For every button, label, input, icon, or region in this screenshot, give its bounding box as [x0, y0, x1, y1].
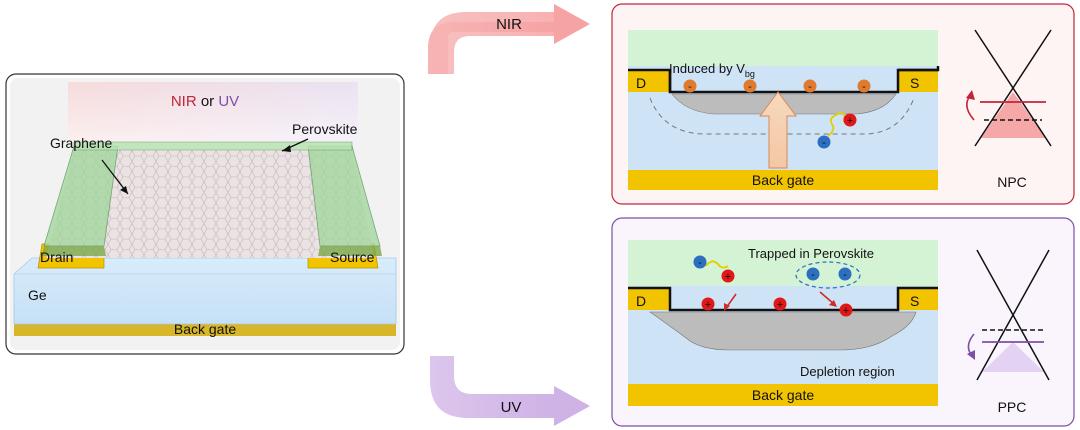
electron: [743, 79, 757, 93]
illumination-fade: [68, 82, 358, 142]
npc-back-gate: [628, 170, 938, 190]
electron: [683, 79, 697, 93]
source-label: Source: [330, 249, 375, 265]
ppc-photon-wiggle: [705, 260, 729, 269]
uv-label: UV: [501, 399, 522, 416]
npc-induced-label: Induced by Vbg: [669, 61, 755, 79]
ppc-filled-states: [982, 342, 1044, 372]
uv-flow-arrow: UV: [430, 356, 590, 426]
ppc-d-label: D: [636, 293, 646, 309]
npc-s-label: S: [910, 75, 919, 91]
svg-text:-: -: [822, 137, 826, 149]
hole: [843, 113, 857, 127]
electron-photo: [817, 135, 831, 149]
svg-text:+: +: [777, 299, 783, 311]
perovskite-label: Perovskite: [292, 121, 358, 137]
npc-photon-wiggle: [827, 112, 846, 137]
ppc-trapped-label: Trapped in Perovskite: [748, 246, 874, 261]
npc-dirac-cone: [966, 29, 1052, 147]
npc-source-pad: [898, 70, 938, 92]
graphene-tint: [46, 150, 374, 258]
ppc-depletion-region: [649, 311, 917, 351]
npc-perovskite-layer: [628, 30, 938, 66]
ge-substrate: [13, 257, 397, 325]
electron: [857, 79, 871, 93]
svg-text:-: -: [688, 81, 692, 93]
electron-photo: [693, 255, 707, 269]
npc-filled-states: [981, 92, 1046, 138]
npc-depletion-boundary: [649, 97, 915, 135]
device-back-gate-label: Back gate: [174, 321, 236, 337]
trapped-electron: [838, 267, 852, 281]
nir-flow-arrow: NIR: [428, 4, 590, 74]
hole: [839, 303, 853, 317]
ppc-depletion-label: Depletion region: [800, 364, 895, 379]
device-panel: NIR or UV Graphene Perovskite Drain Sour…: [5, 73, 405, 355]
svg-text:-: -: [808, 81, 812, 93]
perovskite-top: [73, 141, 353, 151]
ppc-perovskite-layer: [628, 240, 938, 286]
svg-text:-: -: [862, 81, 866, 93]
uv-arrow-body: [430, 356, 554, 418]
svg-text:-: -: [843, 269, 847, 281]
svg-text:-: -: [748, 81, 752, 93]
svg-text:+: +: [847, 115, 853, 127]
drain-label: Drain: [40, 249, 73, 265]
npc-panel: - - - - + - Induced by Vbg D S Back gate…: [611, 3, 1075, 205]
ppc-cone-lines: [976, 249, 1050, 381]
ppc-drain-pad: [628, 288, 670, 310]
graphene-pointer-head: [120, 186, 128, 194]
svg-text:+: +: [705, 299, 711, 311]
nir-label: NIR: [496, 16, 522, 33]
graphene-lattice: [46, 150, 374, 258]
nir-arrow-head: [554, 4, 590, 44]
svg-text:+: +: [843, 305, 849, 317]
back-gate-layer: [14, 324, 396, 336]
ppc-back-gate: [628, 384, 938, 406]
electron: [803, 79, 817, 93]
ppc-panel: - - - + + + + Trapped in Perovskite D S …: [611, 217, 1075, 427]
npc-back-gate-label: Back gate: [752, 172, 814, 188]
perovskite-pointer-head: [282, 145, 291, 152]
svg-text:-: -: [698, 257, 702, 269]
hole-photo: [721, 269, 735, 283]
graphene-label: Graphene: [50, 135, 112, 151]
npc-cone-lines: [974, 29, 1052, 147]
nir-arrow-band: [430, 12, 554, 74]
ppc-source-pad: [898, 288, 938, 310]
hole: [773, 297, 787, 311]
svg-text:-: -: [811, 269, 815, 281]
svg-text:+: +: [725, 271, 731, 283]
npc-drain-pad: [628, 70, 670, 92]
ppc-trap-ellipse: [795, 261, 861, 289]
npc-d-label: D: [636, 75, 646, 91]
ppc-dirac-cone: [967, 249, 1050, 381]
perovskite-right-edge: [318, 246, 382, 256]
uv-arrow-head: [554, 386, 590, 426]
npc-induced-electrons: - - - -: [683, 79, 871, 93]
ge-label: Ge: [28, 287, 47, 303]
trapped-electron: [806, 267, 820, 281]
ppc-s-label: S: [910, 293, 919, 309]
npc-mode-label: NPC: [997, 174, 1027, 190]
npc-field-arrow: [759, 91, 797, 169]
ppc-graphene-line: [628, 286, 938, 312]
illumination-label: NIR or UV: [171, 93, 239, 110]
perovskite-left-edge: [42, 246, 106, 256]
hole-transfer-arrow: [819, 291, 835, 305]
ppc-back-gate-label: Back gate: [752, 387, 814, 403]
ppc-mode-label: PPC: [998, 399, 1027, 415]
hole: [701, 297, 715, 311]
